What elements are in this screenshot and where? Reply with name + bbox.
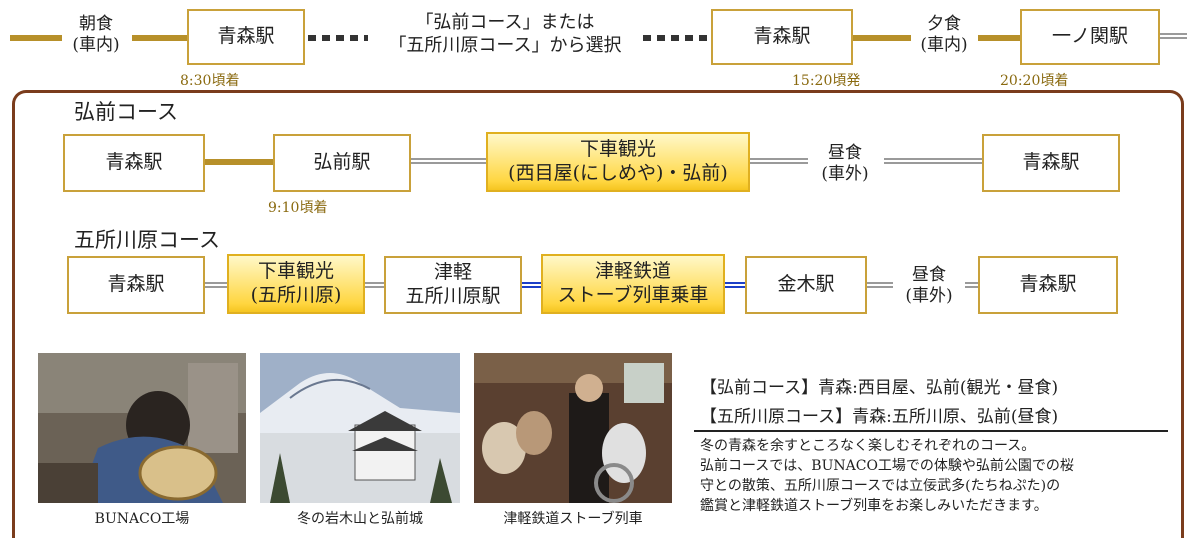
goshogawara-course-summary: 【五所川原コース】青森:五所川原、弘前(昼食) bbox=[700, 407, 1059, 427]
tsugaru-line2: 五所川原駅 bbox=[405, 285, 501, 307]
photo3-caption: 津軽鉄道ストーブ列車 bbox=[503, 511, 643, 527]
goshogawara-sightseeing-box: 下車観光 (五所川原) bbox=[227, 254, 365, 314]
rail-line bbox=[750, 158, 808, 164]
stove-train-photo bbox=[474, 353, 672, 503]
choice-line2: 「五所川原コース」から選択 bbox=[388, 34, 622, 56]
breakfast-line1: 朝食 bbox=[79, 14, 113, 34]
hirosaki-time: 9:10頃着 bbox=[268, 200, 328, 216]
dotted-line bbox=[643, 35, 709, 41]
hirosaki-aomori-end-box: 青森駅 bbox=[982, 134, 1120, 192]
dotted-line bbox=[308, 35, 368, 41]
divider bbox=[694, 430, 1168, 432]
goshogawara-lunch-line1: 昼食 bbox=[912, 265, 946, 285]
course-bracket bbox=[12, 90, 1184, 538]
tsugaru-railway-line bbox=[522, 282, 541, 288]
dinner-line1: 夕食 bbox=[927, 14, 961, 34]
choice-line1: 「弘前コース」または bbox=[415, 12, 595, 33]
description-line4: 鑑賞と津軽鉄道ストーブ列車をお楽しみいただきます。 bbox=[700, 498, 1048, 514]
photo2-caption: 冬の岩木山と弘前城 bbox=[297, 511, 423, 527]
rail-line bbox=[965, 282, 978, 288]
rail-line bbox=[132, 35, 187, 41]
hirosaki-station-box: 弘前駅 bbox=[273, 134, 411, 192]
rail-line bbox=[365, 282, 384, 288]
dinner-line2: (車内) bbox=[920, 35, 968, 56]
hirosaki-sightseeing-line1: 下車観光 bbox=[579, 138, 656, 161]
stove-train-line2: ストーブ列車乗車 bbox=[557, 284, 709, 306]
rail-line bbox=[10, 35, 62, 41]
tsugaru-line1: 津軽 bbox=[433, 261, 472, 284]
goshogawara-lunch-label: 昼食 (車外) bbox=[893, 265, 965, 308]
rail-line bbox=[205, 282, 227, 288]
hirosaki-course-summary: 【弘前コース】青森:西目屋、弘前(観光・昼食) bbox=[700, 378, 1059, 398]
aomori-station-depart-box: 青森駅 bbox=[711, 9, 853, 65]
goshogawara-aomori-box: 青森駅 bbox=[67, 256, 205, 314]
rail-line bbox=[1160, 33, 1187, 39]
arrive-time: 8:30頃着 bbox=[180, 73, 240, 89]
goshogawara-sightseeing-line2: (五所川原) bbox=[250, 284, 342, 306]
hirosaki-lunch-label: 昼食 (車外) bbox=[808, 143, 882, 186]
rail-line bbox=[853, 35, 911, 41]
hirosaki-course-title: 弘前コース bbox=[74, 100, 178, 124]
hirosaki-sightseeing-box: 下車観光 (西目屋(にしめや)・弘前) bbox=[486, 132, 750, 192]
ichinoseki-time: 20:20頃着 bbox=[1000, 73, 1069, 89]
goshogawara-sightseeing-line1: 下車観光 bbox=[257, 260, 334, 283]
dinner-label: 夕食 (車内) bbox=[910, 14, 978, 57]
kanagi-station-box: 金木駅 bbox=[745, 256, 867, 314]
rail-line bbox=[978, 35, 1020, 41]
depart-time: 15:20頃発 bbox=[792, 73, 861, 89]
description-line1: 冬の青森を余すところなく楽しむそれぞれのコース。 bbox=[700, 438, 1036, 454]
rail-line bbox=[867, 282, 893, 288]
aomori-station-arrive-box: 青森駅 bbox=[187, 9, 305, 65]
hirosaki-lunch-line2: (車外) bbox=[821, 164, 869, 185]
course-choice-text: 「弘前コース」または 「五所川原コース」から選択 bbox=[380, 12, 630, 57]
ichinoseki-station-box: 一ノ関駅 bbox=[1020, 9, 1160, 65]
hirosaki-sightseeing-line2: (西目屋(にしめや)・弘前) bbox=[508, 162, 728, 184]
tsugaru-railway-line bbox=[725, 282, 745, 288]
iwakisan-hirosaki-castle-photo bbox=[260, 353, 460, 503]
goshogawara-lunch-line2: (車外) bbox=[905, 286, 953, 307]
rail-line bbox=[205, 159, 273, 165]
tsugaru-goshogawara-box: 津軽 五所川原駅 bbox=[384, 256, 522, 314]
bunaco-factory-photo bbox=[38, 353, 246, 503]
photo1-caption: BUNACO工場 bbox=[94, 511, 190, 527]
rail-line bbox=[884, 158, 982, 164]
stove-train-box: 津軽鉄道 ストーブ列車乗車 bbox=[541, 254, 725, 314]
breakfast-label: 朝食 (車内) bbox=[62, 14, 130, 57]
stove-train-line1: 津軽鉄道 bbox=[594, 260, 671, 283]
goshogawara-course-title: 五所川原コース bbox=[74, 228, 220, 252]
hirosaki-lunch-line1: 昼食 bbox=[828, 143, 862, 163]
description-line3: 守との散策、五所川原コースでは立佞武多(たちねぷた)の bbox=[700, 478, 1061, 494]
goshogawara-aomori-end-box: 青森駅 bbox=[978, 256, 1118, 314]
rail-line bbox=[411, 158, 486, 164]
hirosaki-aomori-box: 青森駅 bbox=[63, 134, 205, 192]
description-line2: 弘前コースでは、BUNACO工場での体験や弘前公園での桜 bbox=[700, 458, 1074, 474]
breakfast-line2: (車内) bbox=[72, 35, 120, 56]
